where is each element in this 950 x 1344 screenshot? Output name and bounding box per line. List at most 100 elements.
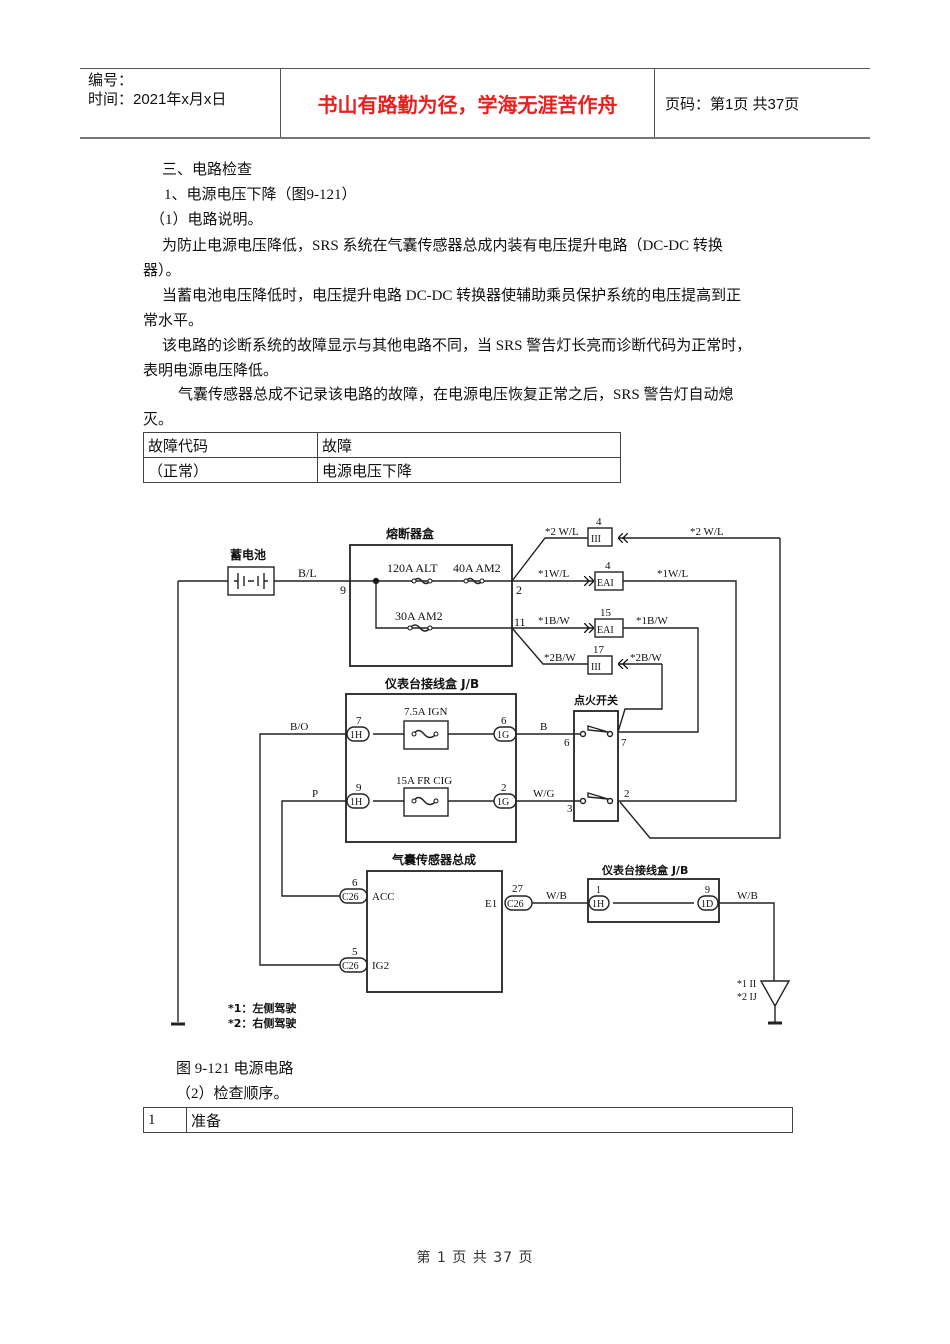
step-number: 1 — [143, 1107, 187, 1133]
table-header-row: 故障代码 故障 — [143, 432, 621, 458]
table-header-cell: 故障 — [317, 432, 621, 458]
fault-table: 故障代码 故障 （正常） 电源电压下降 — [143, 432, 621, 483]
subsection-title: 1、电源电压下降（图9-121） — [164, 187, 357, 203]
conn-1g-label: 1G — [497, 797, 509, 808]
switch-pin-6: 6 — [564, 737, 570, 749]
airbag-sensor-assembly — [366, 870, 503, 993]
ig2-pin-label: 5 — [352, 946, 358, 958]
fuse-am2-30-label: 30A AM2 — [395, 609, 443, 623]
steps-table: 1 准备 — [143, 1107, 793, 1133]
fuse-40a-am2 — [465, 577, 483, 585]
e1-label: E1 — [485, 898, 497, 910]
conn-c26-label: C26 — [342, 892, 359, 903]
switch-pin-3: 3 — [567, 803, 573, 815]
table-header-cell: 故障代码 — [143, 432, 318, 458]
page-header: 编号： 时间：2021年x月x日 书山有路勤为径，学海无涯苦作舟 页码：第1页 … — [80, 68, 870, 139]
pin-7-label: 7 — [356, 715, 362, 727]
note-right-drive: *2：右侧驾驶 — [228, 1016, 297, 1030]
jb2-label: 仪表台接线盒 J/B — [601, 863, 688, 877]
wire-b-l-label: B/L — [298, 566, 317, 580]
switch-pin-7: 7 — [621, 737, 627, 749]
fuse-alt-label: 120A ALT — [387, 561, 438, 575]
wire-w-l-1-return-label: *1W/L — [657, 568, 688, 580]
wire-w-l-1-return — [618, 580, 737, 802]
ground-ij-label: *2 IJ — [737, 992, 757, 1003]
conn-1h-label: 1H — [592, 899, 604, 910]
wire-b-o — [259, 733, 347, 966]
ignition-switch — [573, 710, 619, 822]
fuse-box — [349, 544, 513, 667]
paragraph-1-line-1: 为防止电源电压降低，SRS 系统在气囊传感器总成内装有电压提升电路（DC-DC … — [162, 238, 723, 254]
wire-b-w-2-label: *2B/W — [544, 652, 576, 664]
wire-b-w-1-label: *1B/W — [538, 615, 570, 627]
e1-pin-label: 27 — [512, 883, 524, 895]
paragraph-1-line-2: 器）。 — [143, 263, 181, 279]
fuse-30a-am2 — [409, 624, 431, 632]
header-page-info: 页码：第1页 共37页 — [665, 95, 800, 113]
conn-iii-bot-label: III — [591, 662, 601, 673]
connector-c26-acc — [339, 888, 368, 904]
acc-pin-label: 6 — [352, 877, 358, 889]
paragraph-3-line-2: 表明电源电压降低。 — [143, 363, 279, 379]
fuse-box-label: 熔断器盒 — [386, 526, 435, 541]
wire-w-l-2 — [511, 537, 588, 582]
conn-c26-label: C26 — [342, 961, 359, 972]
switch-pin-2: 2 — [624, 788, 630, 800]
wire-b-w-2 — [511, 627, 588, 665]
wire-w-l-2-return-label: *2 W/L — [690, 526, 724, 538]
conn-iii-bot-pin: 17 — [593, 644, 605, 656]
ig2-label: IG2 — [372, 960, 389, 972]
table-row: 1 准备 — [143, 1107, 793, 1133]
pin-9b-label: 9 — [356, 782, 362, 794]
ground-ii-label: *1 II — [737, 979, 756, 990]
paragraph-4-line-1: 气囊传感器总成不记录该电路的故障，在电源电压恢复正常之后，SRS 警告灯自动熄 — [178, 387, 734, 403]
connector-c26-ig2 — [339, 957, 368, 973]
connector-iii-bot — [587, 655, 613, 675]
fuse-7-5a-ign — [403, 720, 449, 750]
header-motto: 书山有路勤为径，学海无涯苦作舟 — [281, 69, 655, 137]
paragraph-4-line-2: 灭。 — [143, 412, 174, 428]
conn-iii-top-pin: 4 — [596, 516, 602, 528]
paragraph-2-line-2: 常水平。 — [143, 313, 204, 329]
conn-1g-label: 1G — [497, 730, 509, 741]
ignition-switch-label: 点火开关 — [574, 693, 618, 707]
conn-c26-label: C26 — [507, 899, 524, 910]
note-left-drive: *1：左侧驾驶 — [228, 1001, 297, 1015]
wire-w-b-label: W/B — [546, 890, 567, 902]
conn-1d-label: 1D — [701, 899, 713, 910]
page-footer: 第 1 页 共 37 页 — [416, 1250, 534, 1266]
conn-eai-2-pin: 15 — [600, 607, 612, 619]
wire-p — [281, 800, 347, 897]
pin-2b-label: 2 — [501, 782, 507, 794]
junction-block — [345, 693, 517, 843]
section-title: 三、电路检查 — [162, 162, 253, 178]
jb2-pin-9: 9 — [705, 885, 710, 896]
fuse-15a-fr-cig — [403, 787, 449, 817]
wire-w-l-1-label: *1W/L — [538, 568, 569, 580]
airbag-sensor-label: 气囊传感器总成 — [391, 852, 476, 867]
conn-1h-label: 1H — [350, 730, 362, 741]
battery-label: 蓄电池 — [230, 547, 266, 562]
junction-block-2 — [587, 878, 720, 923]
wire-b-w-2-return-label: *2B/W — [630, 652, 662, 664]
ground-triangle — [759, 980, 791, 1008]
wire-b-w-1-return — [618, 627, 699, 733]
paragraph-2-line-1: 当蓄电池电压降低时，电压提升电路 DC-DC 转换器使辅助乘员保护系统的电压提高… — [162, 288, 742, 304]
figure-caption: 图 9-121 电源电路 — [176, 1061, 294, 1077]
fuse-ign-label: 7.5A IGN — [404, 706, 447, 718]
conn-eai-1-label: EAI — [597, 578, 614, 589]
wire-b-o-label: B/O — [290, 721, 308, 733]
wire-w-b-ground — [718, 902, 775, 981]
jb2-pin-1: 1 — [596, 885, 601, 896]
item1-title: （1）电路说明。 — [150, 212, 263, 228]
acc-label: ACC — [372, 891, 395, 903]
pin-11-label: 11 — [514, 615, 526, 629]
wire-w-l-2-label: *2 W/L — [545, 526, 579, 538]
wire-p-label: P — [312, 788, 318, 800]
fuse-am2-40-label: 40A AM2 — [453, 561, 501, 575]
wire-w-g-label: W/G — [533, 788, 554, 800]
date-label: 时间：2021年x月x日 — [88, 91, 227, 108]
table-cell: 电源电压下降 — [317, 457, 621, 483]
step-label: 准备 — [186, 1107, 793, 1133]
